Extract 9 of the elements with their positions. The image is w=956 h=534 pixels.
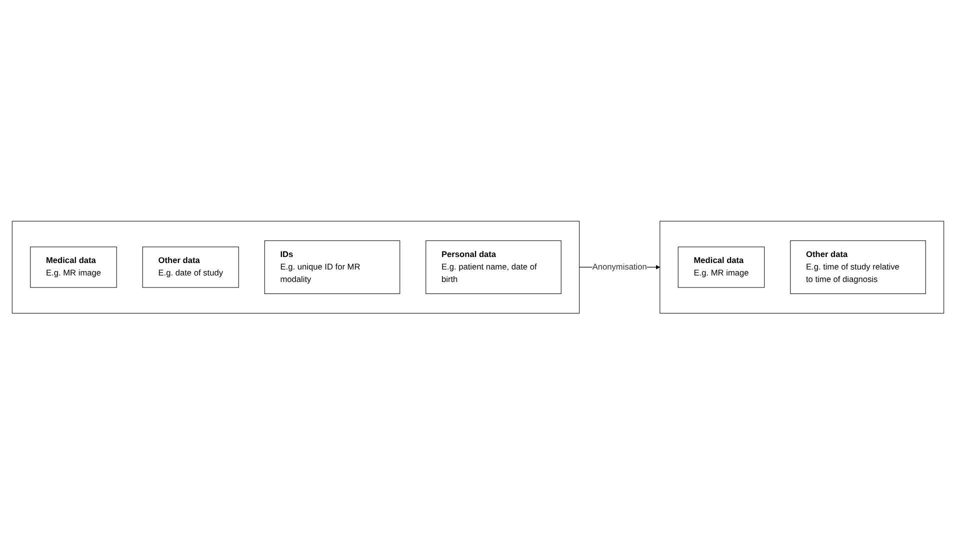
node-box: Other data E.g. time of study relative to time of diagnosis bbox=[790, 240, 926, 294]
cluster bbox=[660, 220, 944, 314]
edge-label: Anonymisation bbox=[592, 262, 647, 272]
node-box: Other data E.g. date of study bbox=[142, 246, 239, 288]
node-box: Medical data E.g. MR image bbox=[678, 246, 765, 288]
node-box: Medical data E.g. MR image bbox=[30, 246, 117, 288]
node-box: Personal data E.g. patient name, date of birth bbox=[426, 240, 562, 294]
cluster bbox=[12, 220, 580, 314]
node-box: IDs E.g. unique ID for MR modality bbox=[264, 240, 400, 294]
